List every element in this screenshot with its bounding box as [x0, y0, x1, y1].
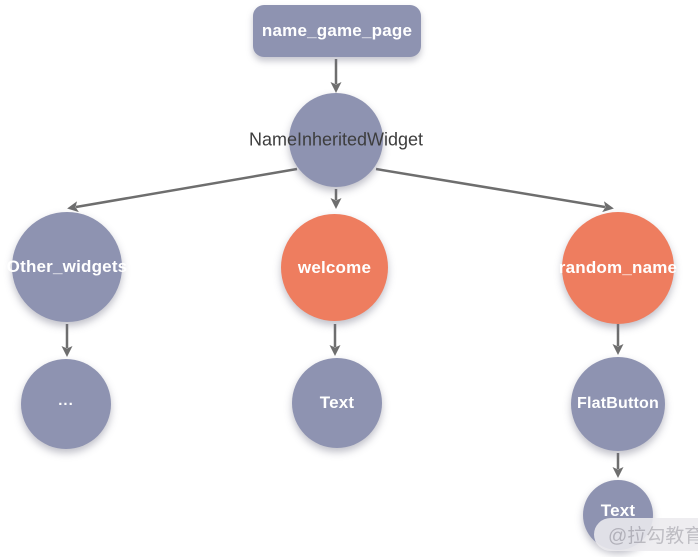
node-welcome: welcome [281, 214, 388, 321]
node-random-name: random_name [558, 212, 678, 324]
watermark-badge: @拉勾教育 [594, 518, 698, 551]
node-label: random_name [558, 258, 678, 277]
node-ellipsis: ... [21, 359, 111, 449]
node-name-game-page: name_game_page [253, 5, 421, 57]
node-label: Text [319, 393, 355, 412]
node-label: welcome [297, 257, 372, 277]
node-flatbutton: FlatButton [571, 357, 665, 451]
node-name-inherited-widget: NameInheritedWidget [249, 93, 423, 187]
arrow-inherited-to-random [375, 167, 614, 213]
arrow-inherited-to-other [67, 167, 298, 213]
node-label: Text [600, 501, 636, 520]
watermark-text: @拉勾教育 [608, 526, 698, 547]
node-text-under-welcome: Text [292, 358, 382, 448]
node-other-widgets: Other_widgets [7, 212, 127, 322]
node-label: name_game_page [261, 21, 413, 40]
node-label: NameInheritedWidget [248, 129, 424, 150]
node-label: ... [58, 391, 74, 409]
node-label: FlatButton [577, 395, 659, 412]
node-label: Other_widgets [6, 257, 128, 276]
